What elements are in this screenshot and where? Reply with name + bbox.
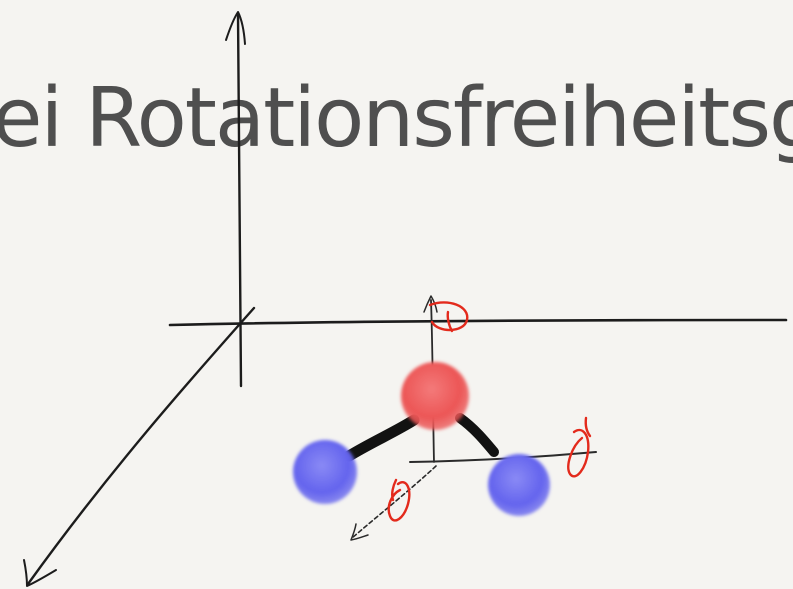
hydrogen-atom-left [293, 440, 357, 504]
main-axes [23, 11, 788, 587]
main-z-axis [236, 12, 243, 388]
main-x-axis-arrowhead [23, 559, 57, 587]
bonds [343, 413, 499, 462]
bond-right [455, 413, 499, 457]
local-x-axis [351, 465, 437, 539]
hydrogen-atom-right [488, 454, 550, 516]
local-x-axis-arrowhead [350, 523, 369, 541]
local-axes [350, 295, 597, 541]
rotation-markers [387, 301, 592, 522]
main-x-axis [26, 306, 256, 586]
main-z-axis-arrowhead [225, 11, 246, 45]
main-y-axis [168, 318, 788, 327]
local-z-axis-arrowhead [423, 295, 438, 313]
rotation-marker-z [428, 301, 469, 333]
bond-left [343, 414, 420, 462]
local-y-axis [409, 451, 597, 463]
slide-title: ei Rotationsfreiheitsgr [0, 71, 793, 166]
oxygen-atom [401, 362, 469, 430]
atoms [293, 362, 550, 516]
rotation-marker-x [387, 478, 411, 522]
rotation-marker-y [567, 416, 592, 478]
